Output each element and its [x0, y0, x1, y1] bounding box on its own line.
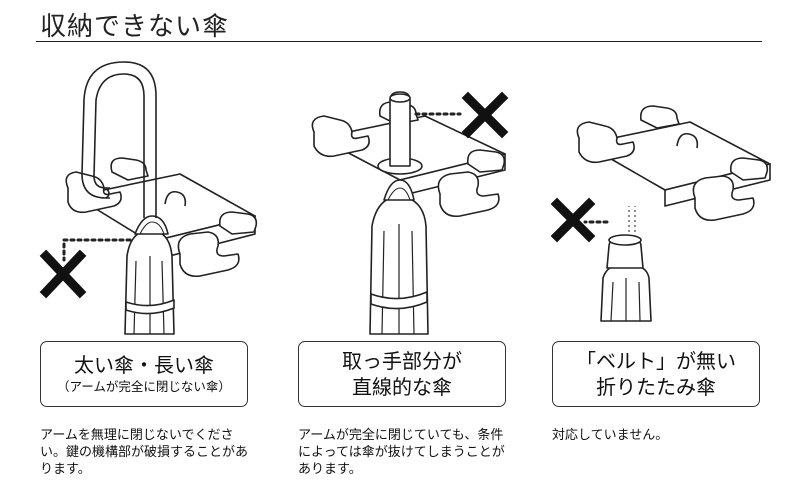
- caption-main-text-line2: 直線的な傘: [352, 375, 452, 399]
- straight-umbrella-drawing: [311, 91, 509, 335]
- caption-straight-handle-umbrella: 取っ手部分が 直線的な傘: [298, 341, 506, 407]
- caption-main-text: 太い傘・長い傘: [74, 353, 214, 377]
- caption-main-text: 取っ手部分が: [342, 349, 462, 373]
- illustration-folding-umbrella: [545, 56, 795, 334]
- illustration-straight-handle-umbrella: [290, 56, 540, 335]
- x-mark-icon: [550, 197, 596, 243]
- caption-thick-long-umbrella: 太い傘・長い傘 （アームが完全に閉じない傘）: [40, 341, 248, 407]
- folding-umbrella-drawing: [550, 105, 771, 322]
- caption-main-text-line2: 折りたたみ傘: [596, 375, 716, 399]
- caption-sub-text: （アームが完全に閉じない傘）: [57, 379, 231, 394]
- caption-folding-umbrella: 「ベルト」が無い 折りたたみ傘: [552, 341, 760, 407]
- title-divider: [36, 41, 762, 42]
- note-thick-long-umbrella: アームを無理に閉じないでください。鍵の機構部が破損することがあります。: [40, 428, 249, 477]
- page-title: 収納できない傘: [40, 12, 230, 42]
- note-straight-handle-umbrella: アームが完全に閉じていても、条件によっては傘が抜けてしまうことがあります。: [298, 428, 505, 477]
- x-mark-icon: [461, 91, 509, 139]
- x-mark-icon: [39, 249, 87, 299]
- note-folding-umbrella: 対応していません。: [552, 428, 669, 443]
- thick-umbrella-drawing: [39, 61, 258, 335]
- caption-main-text: 「ベルト」が無い: [576, 349, 736, 373]
- illustration-thick-long-umbrella: [30, 56, 280, 335]
